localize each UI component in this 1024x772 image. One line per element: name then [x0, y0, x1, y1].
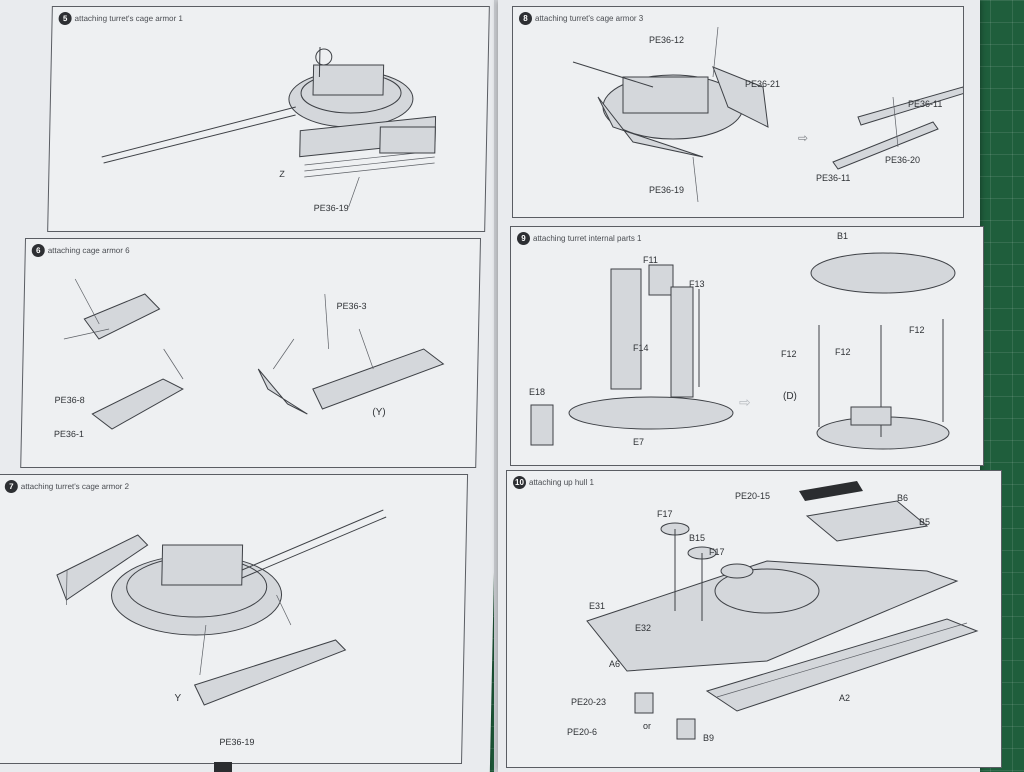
part-label: or [643, 721, 652, 731]
step-10-panel: 10 attaching up hull 1 PE20-15 B6 B5 F17… [506, 470, 1002, 768]
upper-hull-drawing [586, 481, 979, 740]
part-label: PE36-3 [336, 301, 367, 311]
part-label: Z [279, 169, 285, 179]
part-label: B15 [689, 533, 706, 543]
svg-text:⇨: ⇨ [739, 394, 751, 410]
part-label: PE36-11 [908, 99, 943, 109]
turret-cage-armor-3-drawing: ⇨ [572, 26, 963, 203]
part-label: PE36-20 [885, 155, 921, 165]
turret-cage-armor-drawing [101, 47, 437, 208]
step-8-panel: 8 attaching turret's cage armor 3 ⇨ PE36… [512, 6, 964, 218]
part-label: B6 [897, 493, 909, 503]
part-label: E31 [589, 601, 606, 611]
step-title: attaching up hull 1 [529, 478, 594, 487]
part-label: E7 [633, 437, 645, 447]
turret-internal-parts-drawing: ⇨ [530, 252, 956, 450]
part-label: B1 [837, 231, 849, 241]
step-title: attaching turret's cage armor 3 [535, 14, 644, 23]
step-number-badge: 9 [517, 232, 530, 245]
right-page: 8 attaching turret's cage armor 3 ⇨ PE36… [498, 0, 1002, 772]
part-label: B9 [703, 733, 715, 743]
step-9-panel: 9 attaching turret internal parts 1 ⇨ B1… [510, 226, 984, 466]
part-label: F14 [633, 343, 649, 353]
part-label: B5 [919, 517, 931, 527]
step-10-header: 10 attaching up hull 1 [513, 476, 594, 489]
part-label: A2 [839, 693, 851, 703]
step-7-panel: 7 attaching turret's cage armor 2 Y PE36… [0, 474, 469, 764]
step-number-badge: 8 [519, 12, 532, 25]
part-label: PE36-19 [219, 737, 255, 747]
page-number-tab [214, 762, 232, 772]
part-label: (D) [783, 391, 797, 402]
part-label: E32 [635, 623, 652, 633]
step-8-header: 8 attaching turret's cage armor 3 [519, 12, 643, 25]
part-label: Y [174, 693, 182, 704]
svg-text:⇨: ⇨ [798, 131, 808, 145]
part-label: PE36-8 [54, 395, 85, 405]
step-title: attaching turret internal parts 1 [533, 234, 642, 243]
step-5-panel: 5 attaching turret's cage armor 1 Z PE36… [47, 6, 490, 232]
part-label: F12 [781, 349, 797, 359]
part-label: PE36-19 [649, 185, 685, 195]
part-label: F11 [643, 255, 658, 265]
part-label: PE36-12 [649, 35, 685, 45]
part-label: F13 [689, 279, 705, 289]
part-label: F17 [657, 509, 673, 519]
part-label: PE36-11 [816, 173, 851, 183]
part-label: PE20-15 [735, 491, 771, 501]
turret-cage-armor-2-drawing [56, 509, 387, 706]
step-6-panel: 6 attaching cage armor 6 PE36-8 PE36-1 P… [20, 238, 482, 468]
part-label: E18 [529, 387, 546, 397]
part-label: A6 [609, 659, 621, 669]
step-number-badge: 10 [513, 476, 526, 489]
part-label: PE36-21 [745, 79, 781, 89]
part-label: PE20-6 [567, 727, 598, 737]
part-label: F17 [709, 547, 725, 557]
cage-armor-6-drawing [63, 278, 445, 430]
step-9-header: 9 attaching turret internal parts 1 [517, 232, 642, 245]
part-label: PE36-19 [313, 203, 349, 213]
part-label: PE36-1 [53, 429, 85, 439]
part-label: F12 [835, 347, 851, 357]
left-page: 5 attaching turret's cage armor 1 Z PE36… [0, 0, 506, 772]
part-label: (Y) [372, 407, 386, 418]
part-label: F12 [909, 325, 925, 335]
part-label: PE20-23 [571, 697, 607, 707]
